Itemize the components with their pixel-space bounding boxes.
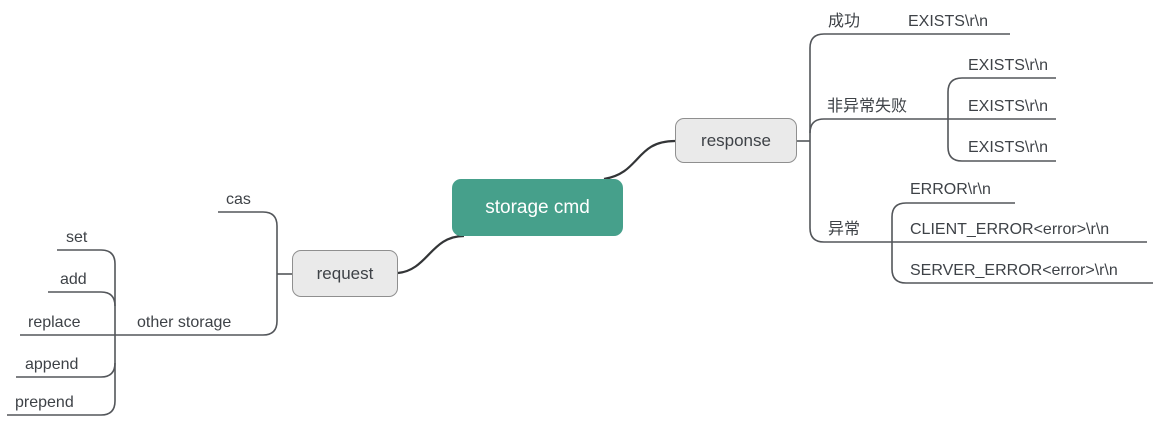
topic-append[interactable]: append [25,356,79,373]
topic-exception[interactable]: 异常 [828,221,861,238]
topic-success-result-exists[interactable]: EXISTS\r\n [908,13,989,30]
node-request[interactable]: request [292,250,398,297]
node-storage-cmd[interactable]: storage cmd [452,179,623,236]
topic-nonexc-result-3[interactable]: EXISTS\r\n [968,139,1049,156]
topic-prepend[interactable]: prepend [15,394,74,411]
wire-response-children-bracket [809,33,1147,243]
topic-other-storage[interactable]: other storage [137,314,232,331]
topic-set[interactable]: set [66,229,88,246]
connector-root-to-response [603,139,676,181]
topic-nonexc-result-1[interactable]: EXISTS\r\n [968,57,1049,74]
topic-exception-result-error[interactable]: ERROR\r\n [910,181,991,198]
topic-exception-result-server-error[interactable]: SERVER_ERROR<error>\r\n [910,262,1118,279]
connector-request-to-root [397,234,465,275]
node-request-label: request [316,263,374,283]
topic-exception-result-client-error[interactable]: CLIENT_ERROR<error>\r\n [910,221,1110,238]
topic-add[interactable]: add [60,271,87,288]
node-response-label: response [701,130,771,150]
topic-replace[interactable]: replace [28,314,81,331]
wire-other-storage-children-bracket [7,249,116,416]
topic-cas[interactable]: cas [226,191,251,208]
topic-success[interactable]: 成功 [828,13,861,30]
wire-exception-children-bracket [891,202,1153,284]
topic-nonexc-result-2[interactable]: EXISTS\r\n [968,98,1049,115]
topic-non-exceptional-failure[interactable]: 非异常失败 [827,98,908,115]
wire-add-underline [48,291,116,307]
wire-nonexc-row-underline [809,118,1056,134]
node-storage-cmd-label: storage cmd [485,196,590,218]
wire-append-underline [16,362,116,378]
node-response[interactable]: response [675,118,797,163]
wire-nonexc-children-bracket [947,77,1056,162]
